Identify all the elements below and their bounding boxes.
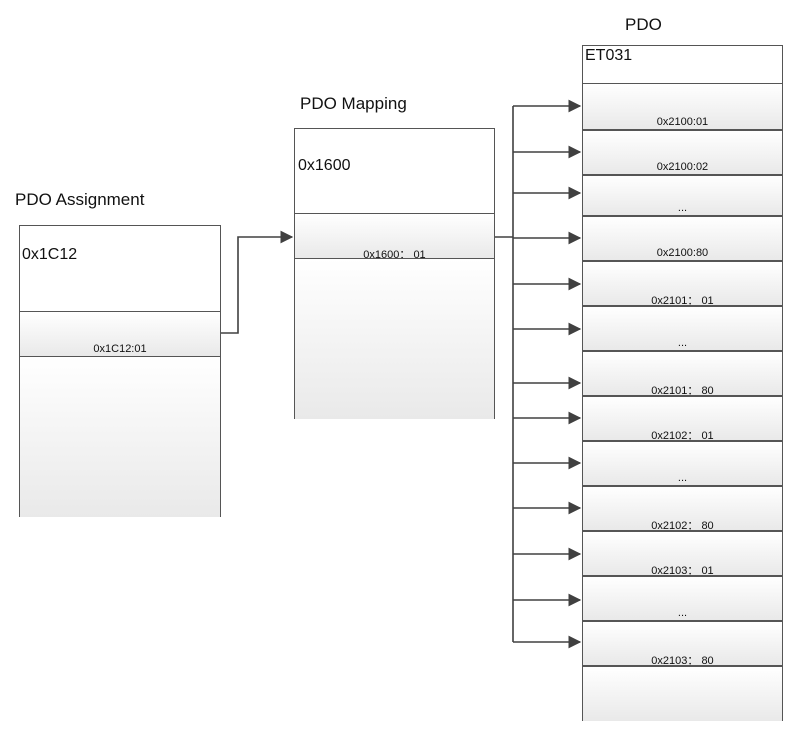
pdo-entry-cell: ... [582, 175, 783, 216]
assignment-table: 0x1C12 0x1C12:01 [19, 225, 221, 517]
pdo-entry-label: 0x2102： 01 [651, 430, 714, 442]
branch-arrows [513, 99, 582, 649]
mapping-table: 0x1600 0x1600： 01 [294, 128, 495, 419]
pdo-title: PDO [625, 15, 662, 34]
pdo-empty-tail [582, 666, 783, 721]
mapping-header: 0x1600 [298, 157, 351, 174]
pdo-header: ET031 [585, 47, 633, 64]
mapping-empty-area [294, 258, 495, 419]
pdo-entry-cell: ... [582, 441, 783, 486]
pdo-entry-cell: 0x2100:02 [582, 130, 783, 175]
pdo-entry-label: 0x2103： 01 [651, 565, 714, 577]
pdo-entry-label: ... [677, 202, 688, 214]
pdo-entry-label: 0x2101： 80 [651, 385, 714, 397]
pdo-entry-label: ... [677, 472, 688, 484]
mapping-title: PDO Mapping [300, 94, 407, 113]
pdo-entry-label: 0x2100:80 [656, 247, 709, 259]
pdo-entry-label: 0x2101： 01 [651, 295, 714, 307]
pdo-entry-cell: 0x2101： 80 [582, 351, 783, 397]
pdo-entry-cell: ... [582, 576, 783, 621]
pdo-entry-cell: 0x2101： 01 [582, 261, 783, 307]
assignment-entry: 0x1C12:01 [19, 311, 221, 357]
assignment-empty-area [19, 356, 221, 517]
pdo-entry-cell: 0x2100:01 [582, 83, 783, 130]
pdo-entry-label: 0x2100:01 [656, 116, 709, 128]
assignment-header: 0x1C12 [22, 246, 78, 263]
assignment-title: PDO Assignment [15, 190, 145, 209]
pdo-entry-cell: 0x2102： 01 [582, 396, 783, 442]
pdo-entry-cell: 0x2103： 01 [582, 531, 783, 577]
pdo-entry-label: ... [677, 337, 688, 349]
pdo-entry-cell: 0x2100:80 [582, 216, 783, 261]
mapping-entry: 0x1600： 01 [294, 213, 495, 261]
pdo-entry-cell: 0x2103： 80 [582, 621, 783, 667]
pdo-entry-cell: 0x2102： 80 [582, 486, 783, 532]
pdo-table: ET031 0x2100:01 0x2100:02... 0x2100:80 0x21… [582, 45, 783, 721]
pdo-entry-label: 0x2100:02 [656, 161, 709, 173]
pdo-entry-label: ... [677, 607, 688, 619]
pdo-entry-cell: ... [582, 306, 783, 351]
assignment-entry-label: 0x1C12:01 [93, 343, 147, 355]
pdo-entry-label: 0x2102： 80 [651, 520, 714, 532]
pdo-entry-label: 0x2103： 80 [651, 655, 714, 667]
assignment-to-mapping-arrow [221, 230, 294, 334]
